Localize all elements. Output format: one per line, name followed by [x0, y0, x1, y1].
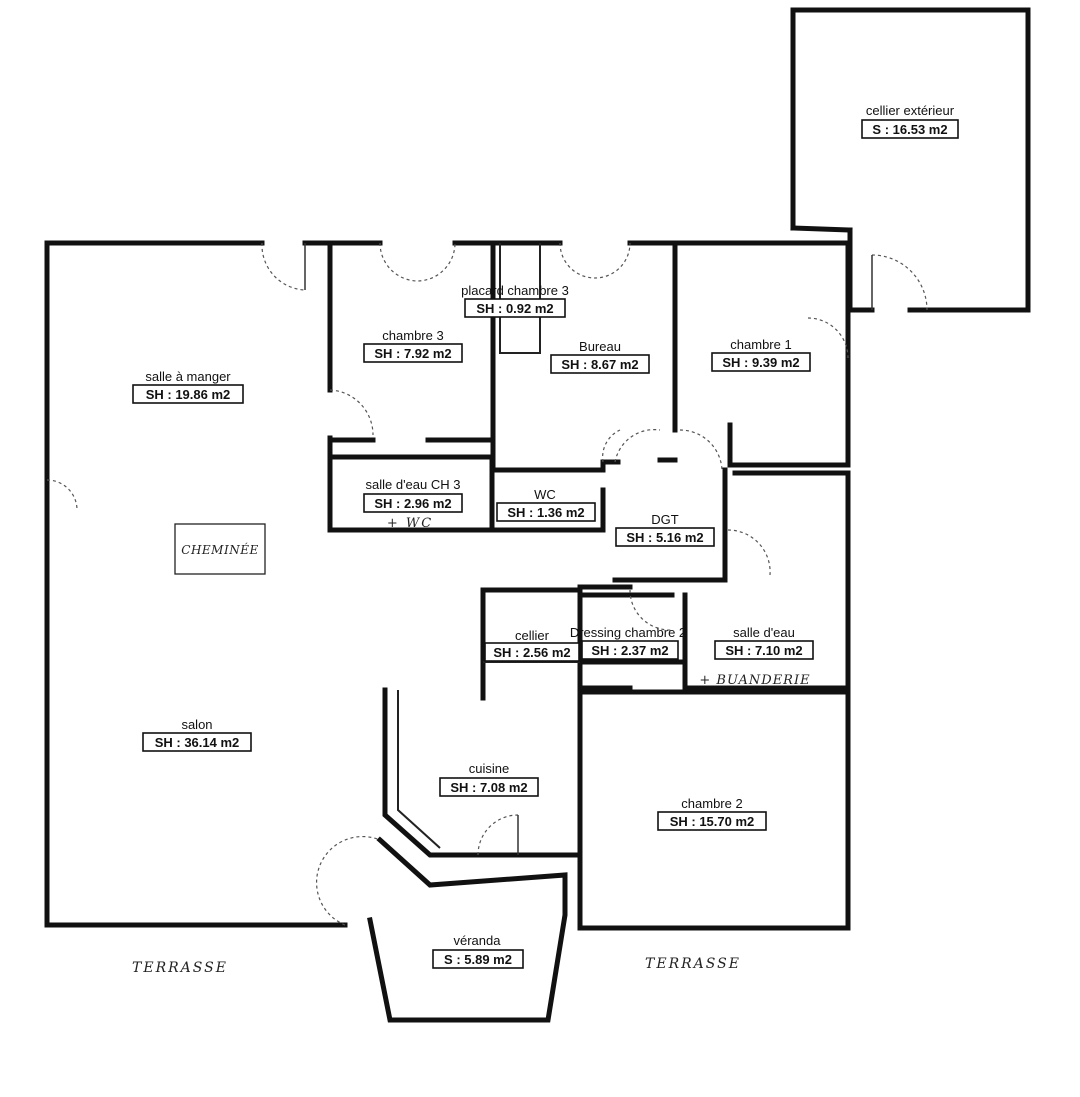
door-ch1	[679, 429, 723, 471]
wall-sde-ch3	[327, 454, 495, 533]
doors	[46, 242, 928, 926]
room-cellier: cellier SH : 2.56 m2	[484, 628, 580, 662]
room-cuisine: cuisine SH : 7.08 m2	[439, 761, 539, 797]
walls	[44, 7, 1031, 1023]
door-west	[46, 479, 78, 511]
room-area: SH : 0.92 m2	[476, 301, 553, 316]
room-dressing-chambre-2: Dressing chambre 2 SH : 2.37 m2	[570, 625, 686, 660]
room-name: chambre 1	[730, 337, 791, 352]
door-ch1-window	[807, 317, 849, 359]
room-placard-chambre-3: placard chambre 3 SH : 0.92 m2	[461, 283, 569, 318]
room-chambre-3: chambre 3 SH : 7.92 m2	[363, 328, 463, 363]
buanderie-note: + BUANDERIE	[699, 673, 810, 688]
room-dgt: DGT SH : 5.16 m2	[615, 512, 715, 547]
room-chambre-2: chambre 2 SH : 15.70 m2	[657, 796, 767, 831]
door-ch3-closet	[379, 242, 456, 282]
room-name: salle à manger	[145, 369, 231, 384]
terrasse-right: TERRASSE	[645, 956, 741, 972]
door-dressing	[629, 589, 673, 631]
wall-veranda	[367, 836, 568, 1023]
room-name: placard chambre 3	[461, 283, 569, 298]
door-ch3	[329, 389, 374, 436]
room-name: véranda	[454, 933, 502, 948]
cheminee-annotation: CHEMINÉE	[174, 523, 266, 575]
room-salon: salon SH : 36.14 m2	[142, 717, 252, 752]
room-name: salon	[181, 717, 212, 732]
door-sam	[261, 242, 306, 291]
room-veranda: véranda S : 5.89 m2	[432, 933, 524, 969]
room-name: chambre 3	[382, 328, 443, 343]
room-name: Dressing chambre 2	[570, 625, 686, 640]
wall-north-sam	[44, 240, 333, 288]
room-name: cellier	[515, 628, 550, 643]
room-cellier-exterieur: cellier extérieur S : 16.53 m2	[861, 103, 959, 139]
wc-note: + WC	[387, 516, 433, 531]
door-bureau-closet	[559, 242, 631, 279]
wall-wc	[492, 459, 621, 533]
room-area: SH : 1.36 m2	[507, 505, 584, 520]
room-salle-eau-ch3: salle d'eau CH 3 SH : 2.96 m2	[363, 477, 463, 513]
room-name: salle d'eau	[733, 625, 795, 640]
wall-chambre2	[577, 689, 851, 931]
room-salle-a-manger: salle à manger SH : 19.86 m2	[132, 369, 244, 404]
room-name: salle d'eau CH 3	[366, 477, 461, 492]
room-chambre-1: chambre 1 SH : 9.39 m2	[711, 337, 811, 372]
door-bureau	[614, 428, 661, 463]
room-name: cellier extérieur	[866, 103, 955, 118]
wall-north-bedrooms	[332, 240, 853, 313]
door-cuisine	[477, 814, 519, 856]
room-wc: WC SH : 1.36 m2	[496, 487, 596, 522]
room-area: SH : 8.67 m2	[561, 357, 638, 372]
wall-outer-west	[44, 240, 348, 928]
room-salle-eau: salle d'eau SH : 7.10 m2	[714, 625, 814, 660]
door-veranda	[315, 835, 381, 926]
wall-cellier-exterieur	[790, 7, 1031, 313]
room-area: SH : 7.10 m2	[725, 643, 802, 658]
wall-cuisine	[382, 687, 583, 858]
room-area: SH : 15.70 m2	[670, 814, 755, 829]
room-name: WC	[534, 487, 556, 502]
room-area: SH : 2.37 m2	[591, 643, 668, 658]
wall-dgt-south	[577, 577, 728, 590]
room-name: cuisine	[469, 761, 509, 776]
door-cellier-ext	[871, 254, 928, 311]
room-name: DGT	[651, 512, 679, 527]
room-area: SH : 7.92 m2	[374, 346, 451, 361]
wall-salle-eau	[682, 470, 851, 691]
wall-cellier-link	[790, 225, 853, 233]
wall-cellier	[480, 587, 688, 858]
terrasse-left: TERRASSE	[132, 960, 228, 976]
room-name: chambre 2	[681, 796, 742, 811]
room-area: SH : 2.56 m2	[493, 645, 570, 660]
room-area: SH : 5.16 m2	[626, 530, 703, 545]
wall-ch1-south	[727, 240, 851, 468]
wall-cuisine-inner	[397, 690, 441, 849]
cheminee-label: CHEMINÉE	[181, 542, 258, 557]
room-name: Bureau	[579, 339, 621, 354]
wall-dressing	[577, 592, 675, 691]
room-area: S : 16.53 m2	[872, 122, 947, 137]
wall-bureau-ch1	[657, 240, 678, 463]
room-area: SH : 19.86 m2	[146, 387, 231, 402]
door-wc	[602, 429, 621, 463]
door-salle-eau	[727, 529, 771, 576]
room-area: S : 5.89 m2	[444, 952, 512, 967]
room-area: SH : 7.08 m2	[450, 780, 527, 795]
room-area: SH : 36.14 m2	[155, 735, 240, 750]
room-area: SH : 2.96 m2	[374, 496, 451, 511]
room-bureau: Bureau SH : 8.67 m2	[550, 339, 650, 374]
room-area: SH : 9.39 m2	[722, 355, 799, 370]
wall-placard	[499, 243, 541, 354]
